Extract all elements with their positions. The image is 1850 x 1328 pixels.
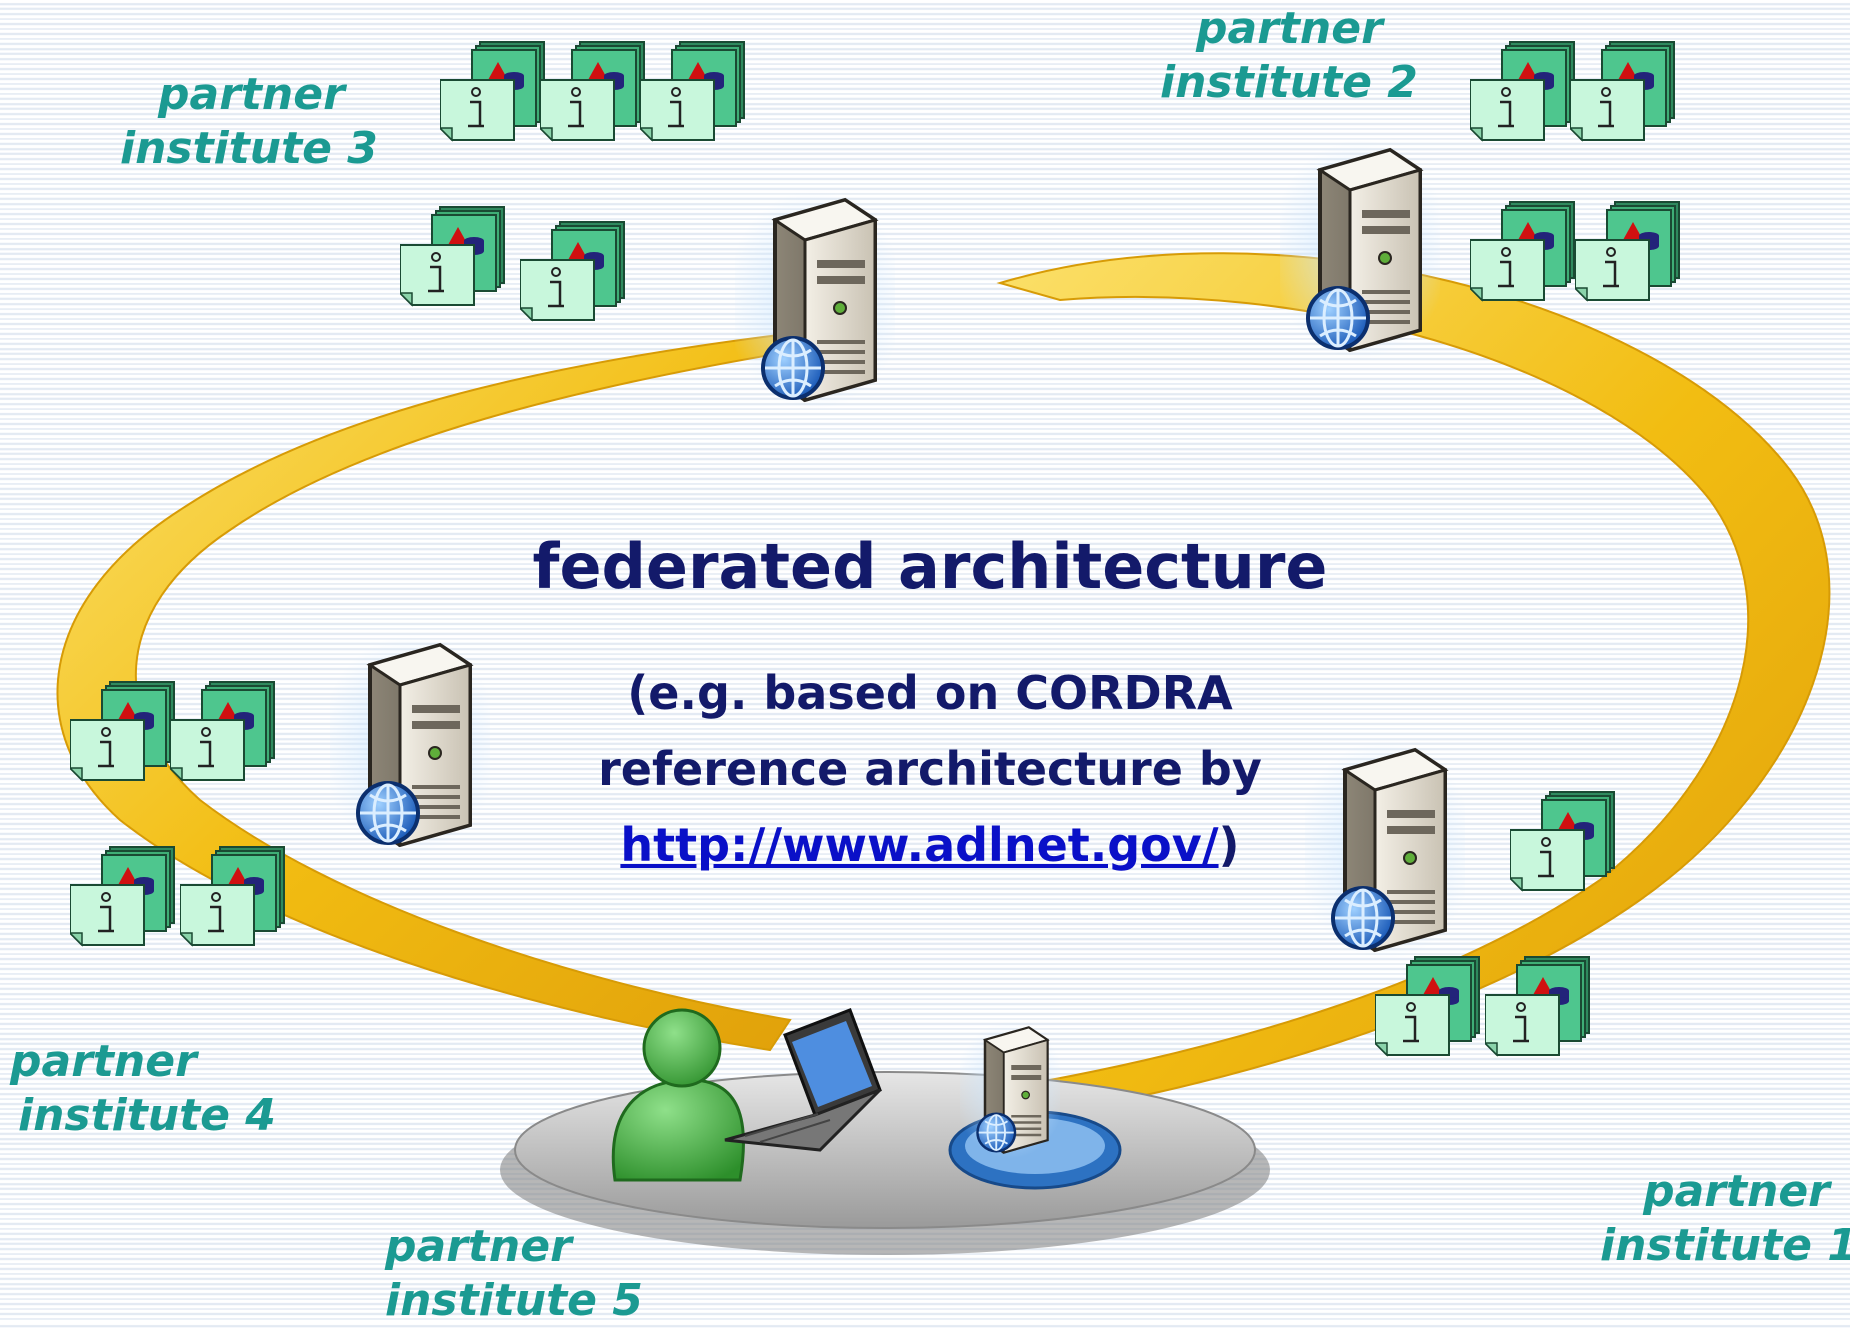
- partner-label-line1: partner: [1643, 1166, 1830, 1217]
- server-icon: [735, 190, 895, 410]
- document-stack-icon: [1470, 200, 1576, 302]
- server-icon: [330, 635, 490, 855]
- partner-label-line1: partner: [158, 69, 345, 120]
- partner-label-line2: institute 5: [385, 1275, 643, 1326]
- laptop-icon: [724, 1008, 882, 1152]
- adlnet-link[interactable]: http://www.adlnet.gov/: [620, 818, 1219, 872]
- document-stack-icon: [1375, 955, 1481, 1057]
- partner-label-institute-1: partner institute 1: [1600, 1165, 1850, 1273]
- document-stack-icon: [640, 40, 746, 142]
- document-stack-icon: [400, 205, 506, 307]
- partner-label-line1: partner: [385, 1221, 572, 1272]
- document-cluster-institute-3: [400, 40, 746, 322]
- diagram-title: federated architecture: [532, 530, 1328, 603]
- partner-label-institute-2: partner institute 2: [1160, 2, 1418, 110]
- server-icon: [1280, 140, 1440, 360]
- partner-label-line2: institute 3: [120, 123, 378, 174]
- document-stack-icon: [540, 40, 646, 142]
- partner-label-line2: institute 4: [18, 1090, 276, 1141]
- subtitle-line-2: reference architecture by: [598, 742, 1262, 796]
- server-icon: [960, 1020, 1060, 1160]
- partner-label-line1: partner: [1196, 3, 1383, 54]
- document-stack-icon: [440, 40, 546, 142]
- document-stack-icon: [70, 845, 176, 947]
- subtitle-line-1: (e.g. based on CORDRA: [627, 666, 1233, 720]
- document-stack-icon: [170, 680, 276, 782]
- partner-label-line2: institute 2: [1160, 57, 1418, 108]
- document-stack-icon: [1570, 40, 1676, 142]
- partner-label-institute-5: partner institute 5: [385, 1220, 643, 1328]
- partner-label-line2: institute 1: [1600, 1220, 1850, 1271]
- closing-paren: ): [1218, 818, 1240, 872]
- document-stack-icon: [520, 220, 626, 322]
- user-icon: [611, 1008, 745, 1182]
- partner-label-line1: partner: [10, 1036, 197, 1087]
- document-stack-icon: [1575, 200, 1681, 302]
- subtitle-line-3: http://www.adlnet.gov/): [520, 807, 1340, 883]
- document-stack-icon: [1470, 40, 1576, 142]
- document-stack-icon: [1510, 790, 1616, 892]
- partner-label-institute-4: partner institute 4: [10, 1035, 276, 1143]
- partner-label-institute-3: partner institute 3: [120, 68, 378, 176]
- diagram-subtitle: (e.g. based on CORDRA reference architec…: [520, 655, 1340, 883]
- document-cluster-institute-2: [1470, 40, 1681, 302]
